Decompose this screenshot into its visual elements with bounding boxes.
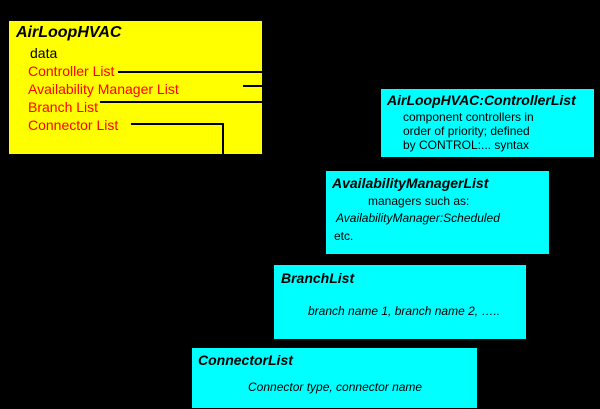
- connector-line-branch-list: [100, 101, 263, 103]
- detail-line-availabilitymanagerlist-2: AvailabilityManager:Scheduled: [336, 211, 500, 225]
- connector-line-availability-manager-list: [243, 85, 263, 87]
- class-attribute-connector-list[interactable]: Connector List: [28, 117, 119, 133]
- connector-line-connector-list-horizontal: [131, 123, 224, 125]
- detail-title-branchlist: BranchList: [281, 270, 355, 286]
- connector-line-connector-list-vertical: [222, 123, 224, 155]
- class-attribute-branch-list[interactable]: Branch List: [28, 99, 99, 115]
- detail-line-controllerlist-2: order of priority; defined: [403, 124, 530, 138]
- detail-box-controllerlist[interactable]: [380, 88, 595, 158]
- detail-title-connectorlist: ConnectorList: [198, 352, 293, 368]
- detail-line-controllerlist-3: by CONTROL:... syntax: [403, 138, 530, 152]
- detail-title-controllerlist: AirLoopHVAC:ControllerList: [387, 92, 576, 108]
- connector-stub-connector-list: [210, 341, 215, 347]
- detail-line-availabilitymanagerlist-3: etc.: [334, 229, 354, 243]
- connector-stub-branch-list: [292, 257, 297, 264]
- detail-line-branchlist-1: branch name 1, branch name 2, …..: [308, 304, 501, 318]
- detail-line-availabilitymanagerlist-1: managers such as:: [368, 194, 470, 208]
- detail-line-controllerlist-1: component controllers in: [403, 110, 534, 124]
- connector-stub-controller-list: [396, 80, 401, 88]
- class-box-airloophvac[interactable]: [8, 20, 263, 155]
- class-title-airloophvac: AirLoopHVAC: [16, 24, 122, 41]
- class-attribute-controller-list[interactable]: Controller List: [28, 63, 115, 79]
- detail-box-branchlist[interactable]: [273, 264, 527, 340]
- detail-box-availabilitymanagerlist[interactable]: [325, 170, 550, 255]
- class-attribute-availability-manager-list[interactable]: Availability Manager List: [28, 81, 179, 97]
- connector-line-controller-list: [118, 71, 263, 73]
- class-attribute-data: data: [30, 45, 58, 61]
- detail-title-availabilitymanagerlist: AvailabilityManagerList: [332, 175, 489, 191]
- connector-stub-availability-manager-list: [345, 162, 350, 170]
- detail-line-connectorlist-1: Connector type, connector name: [248, 380, 423, 394]
